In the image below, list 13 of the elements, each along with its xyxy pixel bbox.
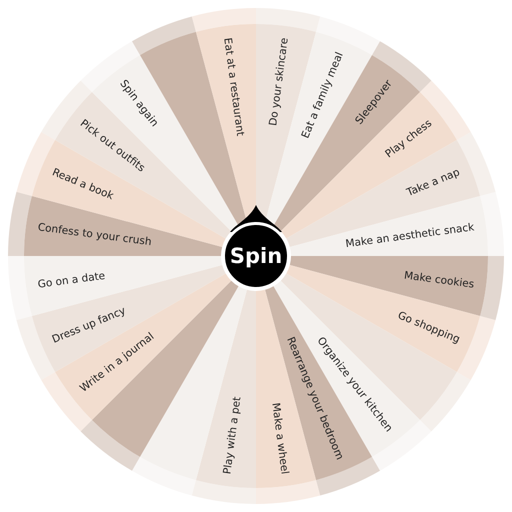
wheel-segment [192,290,256,504]
segment-label: Do your skincare [266,36,292,127]
segment-label: Eat at a restaurant [220,36,248,138]
segment-label: Play with a pet [220,396,244,476]
segment-label: Read a book [50,165,116,204]
segment-label: Dress up fancy [50,304,128,346]
segment-label: Take a nap [404,165,462,201]
segment-label: Go on a date [36,268,106,293]
segment-label: Make a wheel [268,402,292,476]
segment-label: Confess to your crush [36,220,152,250]
segment-label: Make an aesthetic snack [344,220,476,252]
segment-label: Make cookies [403,268,476,293]
wheel-segment [290,256,504,320]
